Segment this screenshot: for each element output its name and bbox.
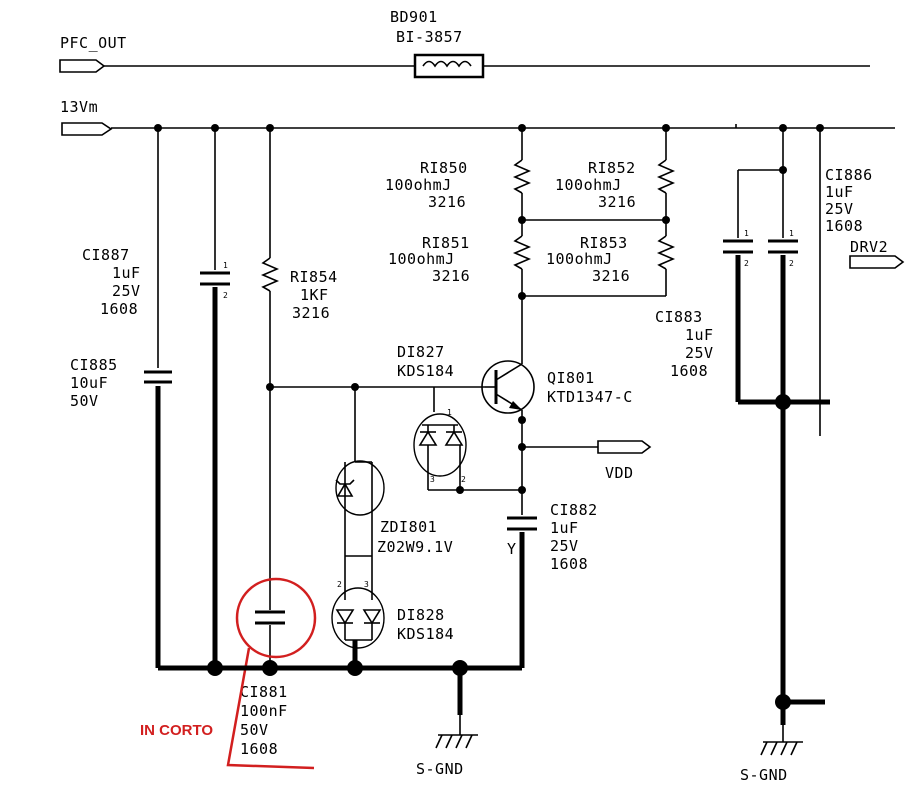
di827-ref: DI827	[397, 343, 445, 361]
qi801-ref: QI801	[547, 369, 595, 387]
zdi801-ref: ZDI801	[380, 518, 437, 536]
ci886-capacitor: 1 2 CI886 1uF 25V 1608	[768, 166, 873, 268]
ci882-package: 1608	[550, 555, 588, 573]
svg-text:2: 2	[789, 259, 794, 268]
ri850-ref: RI850	[420, 159, 468, 177]
svg-text:1: 1	[223, 261, 228, 270]
svg-text:2: 2	[744, 259, 749, 268]
ground-symbol-right: S-GND	[740, 725, 803, 784]
svg-text:2: 2	[461, 475, 466, 484]
ri852-package: 3216	[598, 193, 636, 211]
ci881-ref: CI881	[240, 683, 288, 701]
ri851-resistor: RI851 100ohmJ 3216	[388, 234, 532, 285]
ri853-ref: RI853	[580, 234, 628, 252]
di828-value: KDS184	[397, 625, 454, 643]
ci883-value: 1uF	[685, 326, 714, 344]
in-corto-label: IN CORTO	[140, 722, 213, 739]
ri853-value: 100ohmJ	[546, 250, 613, 268]
ci883-ref: CI883	[655, 308, 703, 326]
net-label-vdd: VDD	[605, 464, 634, 482]
svg-text:1: 1	[447, 408, 452, 417]
ci881-value: 100nF	[240, 702, 288, 720]
ri851-package: 3216	[432, 267, 470, 285]
ci886-value: 1uF	[825, 183, 854, 201]
ci882-capacitor: Y CI882 1uF 25V 1608	[507, 501, 598, 573]
ci882-voltage: 25V	[550, 537, 579, 555]
ri850-value: 100ohmJ	[385, 176, 452, 194]
ci886-voltage: 25V	[825, 200, 854, 218]
ci883-package: 1608	[670, 362, 708, 380]
ci882-value: 1uF	[550, 519, 579, 537]
short-circuit-annotation: IN CORTO	[140, 577, 317, 770]
di827-value: KDS184	[397, 362, 454, 380]
ri854-package: 3216	[292, 304, 330, 322]
net-label-drv2: DRV2	[850, 238, 888, 256]
ci887-voltage: 25V	[112, 282, 141, 300]
ground-symbol-left: S-GND	[416, 715, 478, 778]
ci885-voltage: 50V	[70, 392, 99, 410]
ri853-package: 3216	[592, 267, 630, 285]
svg-text:2: 2	[337, 580, 342, 589]
bd901-value: BI-3857	[396, 28, 463, 46]
port-vdd: VDD	[597, 440, 652, 482]
ci887-package: 1608	[100, 300, 138, 318]
zdi801-zener: ZDI801 Z02W9.1V	[335, 460, 453, 556]
svg-text:1: 1	[789, 229, 794, 238]
ci887-capacitor: 1 2 CI887 1uF 25V 1608	[82, 246, 230, 318]
svg-text:2: 2	[223, 291, 228, 300]
sgnd-label-left: S-GND	[416, 760, 464, 778]
ri853-resistor: RI853 100ohmJ 3216	[546, 234, 676, 285]
ci886-ref: CI886	[825, 166, 873, 184]
qi801-value: KTD1347-C	[547, 388, 633, 406]
ci885-value: 10uF	[70, 374, 108, 392]
bd901-ref: BD901	[390, 8, 438, 26]
ci885-capacitor: CI885 10uF 50V	[70, 356, 172, 410]
ci881-package: 1608	[240, 740, 278, 758]
di827-diode: 1 3 2	[413, 408, 467, 490]
bd901-bead: BD901 BI-3857	[390, 8, 485, 79]
ri854-ref: RI854	[290, 268, 338, 286]
ci883-capacitor: 1 2 CI883 1uF 25V 1608	[655, 229, 753, 380]
ri854-value: 1KF	[300, 286, 329, 304]
ri850-resistor: RI850 100ohmJ 3216	[385, 159, 532, 211]
ri852-value: 100ohmJ	[555, 176, 622, 194]
ri852-ref: RI852	[588, 159, 636, 177]
ci883-voltage: 25V	[685, 344, 714, 362]
ci887-value: 1uF	[112, 264, 141, 282]
qi801-transistor: DI827 KDS184 QI801 KTD1347-C	[397, 343, 633, 414]
di828-diode: 2 3 DI828 KDS184	[331, 556, 454, 649]
ri851-ref: RI851	[422, 234, 470, 252]
zdi801-value: Z02W9.1V	[377, 538, 453, 556]
di828-ref: DI828	[397, 606, 445, 624]
net-label-13vm: 13Vm	[60, 98, 98, 116]
ci881-voltage: 50V	[240, 721, 269, 739]
svg-text:Y: Y	[507, 540, 517, 558]
ri850-package: 3216	[428, 193, 466, 211]
ci886-package: 1608	[825, 217, 863, 235]
ri854-resistor: RI854 1KF 3216	[260, 257, 338, 322]
ci885-ref: CI885	[70, 356, 118, 374]
net-label-pfc-out: PFC_OUT	[60, 34, 127, 52]
sgnd-label-right: S-GND	[740, 766, 788, 784]
port-drv2: DRV2	[849, 238, 905, 269]
port-13vm: 13Vm	[60, 98, 113, 136]
ri852-resistor: RI852 100ohmJ 3216	[555, 159, 676, 211]
port-pfc-out: PFC_OUT	[59, 34, 127, 73]
svg-text:3: 3	[364, 580, 369, 589]
ri851-value: 100ohmJ	[388, 250, 455, 268]
ci881-capacitor: CI881 100nF 50V 1608	[240, 610, 288, 758]
svg-text:3: 3	[430, 475, 435, 484]
ci882-ref: CI882	[550, 501, 598, 519]
ci887-ref: CI887	[82, 246, 130, 264]
svg-text:1: 1	[744, 229, 749, 238]
